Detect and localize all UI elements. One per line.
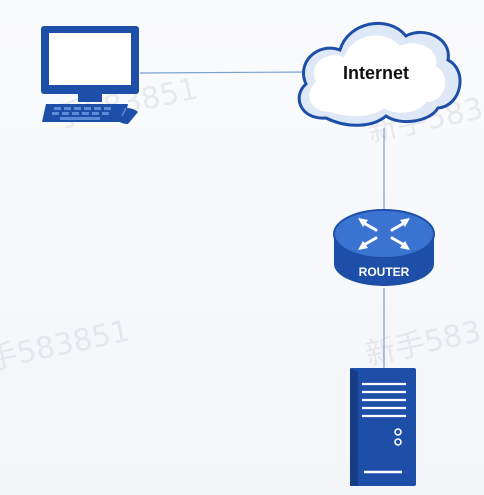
watermark-2: 手583851	[0, 314, 133, 378]
watermark-4: 新手583	[362, 314, 484, 373]
link-computer-internet	[139, 71, 313, 74]
cloud-label: Internet	[343, 63, 409, 83]
router-label: ROUTER	[359, 265, 410, 279]
desktop-computer-icon[interactable]	[41, 26, 139, 124]
cloud-icon[interactable]: Internet	[297, 21, 462, 127]
router-icon[interactable]: ROUTER	[333, 209, 435, 286]
server-tower-icon[interactable]	[350, 368, 416, 486]
connections	[139, 71, 385, 368]
